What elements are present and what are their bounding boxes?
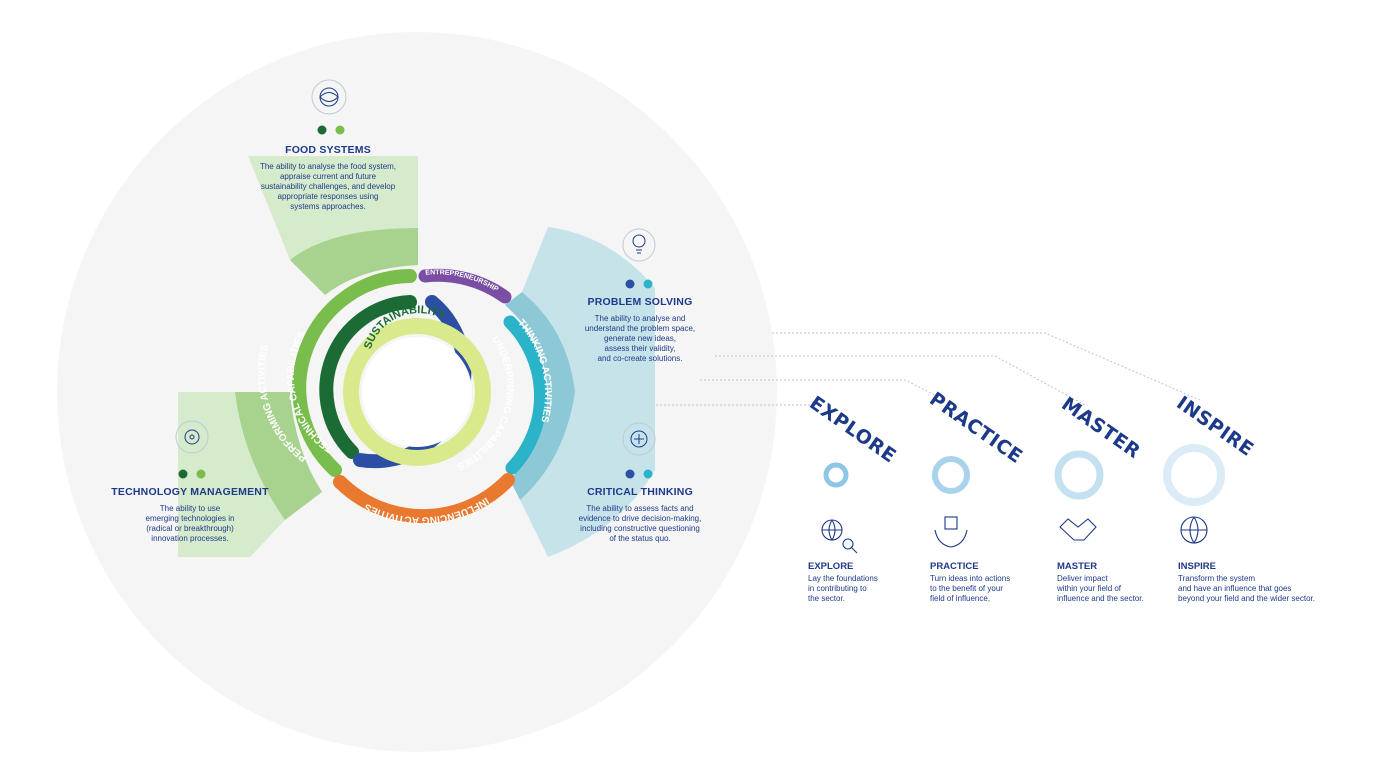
practice-ring [932,456,970,494]
problem-solving-segment-outer [522,227,655,392]
explore-level: EXPLORE Lay the foundations in contribut… [808,561,918,604]
technology-management-description: The ability to use emerging technologies… [145,504,235,543]
technical-ring [319,295,417,459]
food-systems-description: The ability to analyse the food system, … [259,162,397,211]
globe-network-icon [1180,516,1208,545]
lightbulb-icon [622,228,656,262]
level-rings [823,444,1225,506]
handshake-icon [1059,518,1097,541]
level-connectors [600,332,1201,406]
sustainability-ring [343,318,491,466]
critical-thinking-description: The ability to assess facts and evidence… [578,504,702,543]
master-name: MASTER [1057,561,1098,572]
globe-magnifier-icon [821,519,858,554]
technology-segment-outer [178,392,285,557]
food-systems-block: FOOD SYSTEMS The ability to analyse the … [238,144,418,212]
master-ring [1054,450,1104,500]
critical-thinking-block: CRITICAL THINKING The ability to assess … [555,486,725,544]
tech-brain-icon [175,420,209,454]
explore-description: Lay the foundations in contributing to t… [808,574,878,603]
technology-management-title: TECHNOLOGY MANAGEMENT [111,486,269,498]
master-description: Deliver impact within your field of infl… [1057,574,1144,603]
hands-box-icon [934,516,968,548]
explore-name: EXPLORE [808,561,854,572]
food-systems-segment-inner [290,228,418,295]
problem-solving-segment-inner [505,292,575,392]
inspire-description: Transform the system and have an influen… [1178,574,1315,603]
entrepreneurship-ring [418,268,512,304]
performing-ring [292,269,417,477]
technology-management-block: TECHNOLOGY MANAGEMENT The ability to use… [100,486,280,544]
food-systems-title: FOOD SYSTEMS [285,144,371,156]
master-level: MASTER Deliver impact within your field … [1057,561,1177,604]
thinking-ring [503,315,548,475]
explore-ring [823,462,849,488]
inspire-name: INSPIRE [1178,561,1217,572]
problem-solving-description: The ability to analyse and understand th… [584,314,696,363]
technology-segment-inner [235,392,322,520]
problem-solving-block: PROBLEM SOLVING The ability to analyse a… [555,296,725,364]
inspire-ring [1163,444,1225,506]
influencing-ring [333,473,515,524]
critical-thinking-title: CRITICAL THINKING [587,486,693,498]
globe-cycle-icon [311,79,347,115]
critical-thinking-segment-inner [510,392,575,500]
practice-name: PRACTICE [930,561,979,572]
food-systems-segment-outer [248,156,418,260]
capability-dots [178,125,653,479]
brain-cycle-icon [622,422,656,456]
problem-solving-title: PROBLEM SOLVING [587,296,693,308]
inner-core [362,337,472,447]
critical-thinking-segment-outer [520,392,655,557]
practice-level: PRACTICE Turn ideas into actions to the … [930,561,1050,604]
practice-description: Turn ideas into actions to the benefit o… [930,574,1011,603]
inspire-level: INSPIRE Transform the system and have an… [1178,561,1353,604]
